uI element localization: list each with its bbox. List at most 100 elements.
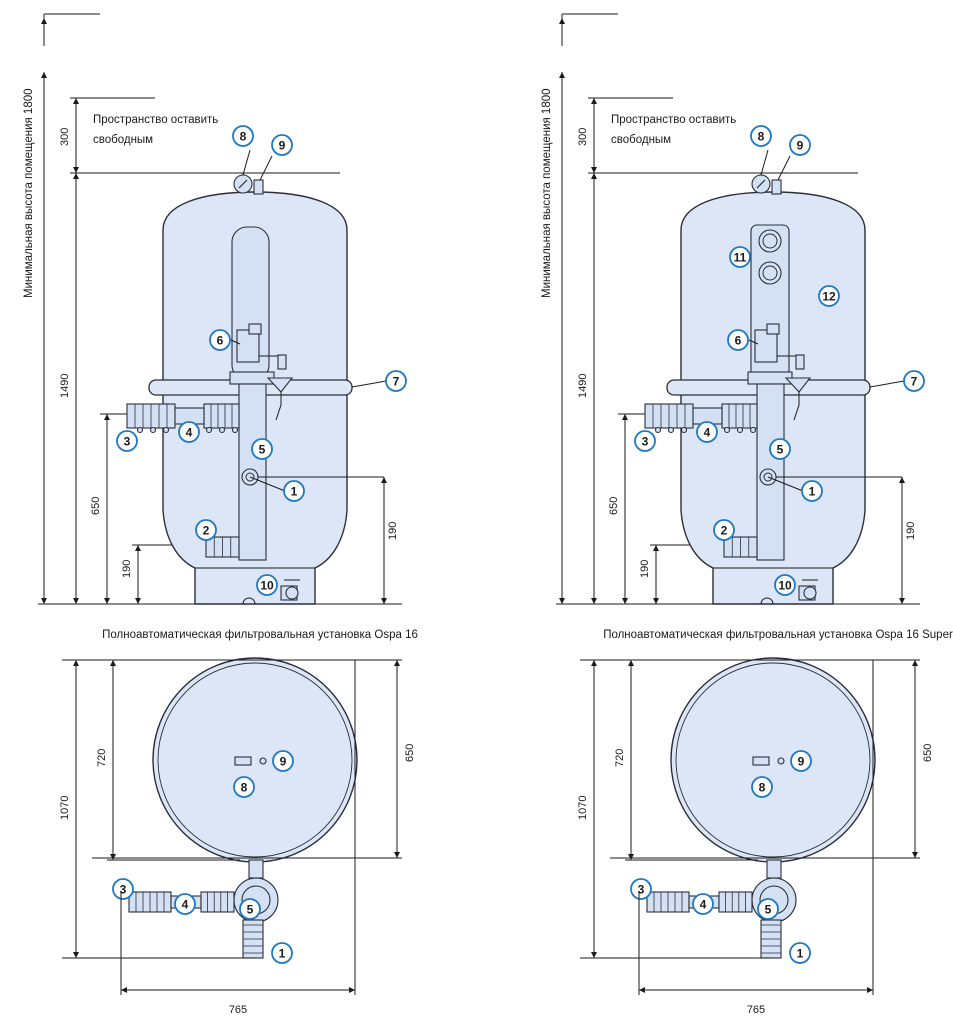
- plan-tank-outer: [152, 657, 358, 863]
- marker-circle: [272, 750, 294, 772]
- leader-1: [249, 476, 286, 492]
- dimension-arrow: [591, 173, 597, 179]
- dimension-arrow: [639, 987, 645, 993]
- min-room-height-label: Минимальная высота помещения 1800: [23, 88, 35, 298]
- marker-circle: [751, 776, 773, 798]
- dim-650-plan: 650: [404, 744, 416, 762]
- marker-label: 9: [798, 755, 805, 769]
- air-vent: [253, 179, 264, 195]
- dimension-arrow: [591, 98, 597, 104]
- marker-circle: [112, 878, 134, 900]
- dimension-arrow: [135, 598, 141, 604]
- drain-valve-wheel: [803, 586, 817, 600]
- marker-label: 10: [260, 579, 274, 593]
- port-upper-inner: [762, 233, 778, 249]
- marker-circle: [271, 134, 293, 156]
- valve-nozzle: [277, 354, 287, 370]
- leader-7: [869, 380, 905, 388]
- valve-body: [754, 329, 778, 363]
- pipe: [718, 891, 753, 913]
- dim-720: 720: [614, 749, 626, 767]
- marker-label: 1: [279, 947, 286, 961]
- pipe-drip: [162, 426, 170, 434]
- dimension-arrow: [622, 598, 628, 604]
- plan-gauge: [752, 756, 770, 766]
- funnel: [784, 377, 812, 393]
- dim-650: 650: [608, 497, 620, 515]
- dim-765: 765: [229, 1004, 247, 1016]
- dim-300: 300: [577, 128, 589, 146]
- marker-5: 5: [239, 898, 261, 920]
- dimension-arrow: [381, 477, 387, 483]
- dimension-arrow: [559, 18, 565, 24]
- marker-9: 9: [272, 750, 294, 772]
- marker-3: 3: [630, 878, 652, 900]
- plan-vent: [259, 757, 267, 765]
- marker-4: 4: [696, 421, 718, 443]
- inlet-port-inner: [245, 472, 255, 482]
- marker-circle: [789, 942, 811, 964]
- valve-body: [236, 329, 260, 363]
- marker-circle: [251, 438, 273, 460]
- dimension-arrow: [622, 414, 628, 420]
- dimension-arrow: [73, 660, 79, 666]
- dim-190-right: 190: [387, 522, 399, 540]
- marker-circle: [116, 430, 138, 452]
- marker-label: 3: [124, 435, 131, 449]
- funnel: [266, 377, 294, 393]
- marker-circle: [178, 421, 200, 443]
- marker-circle: [692, 893, 714, 915]
- dimension-arrow: [653, 598, 659, 604]
- marker-label: 1: [797, 947, 804, 961]
- dimension-arrow: [41, 598, 47, 604]
- marker-4: 4: [178, 421, 200, 443]
- leader-6: [748, 339, 759, 345]
- air-vent: [771, 179, 782, 195]
- dimension-arrow: [349, 987, 355, 993]
- marker-label: 8: [758, 130, 765, 144]
- plan-neck: [248, 859, 264, 879]
- marker-7: 7: [903, 370, 925, 392]
- marker-label: 4: [700, 898, 707, 912]
- marker-label: 10: [778, 579, 792, 593]
- free-space-note-line2: свободным: [93, 134, 153, 146]
- dimension-arrow: [73, 598, 79, 604]
- pipe-drip: [149, 426, 157, 434]
- marker-8: 8: [750, 125, 772, 147]
- dimension-arrow: [381, 598, 387, 604]
- dimension-arrow: [41, 72, 47, 78]
- leader-9: [777, 155, 791, 181]
- pipe-drip: [654, 426, 662, 434]
- drain-valve-wheel: [285, 586, 299, 600]
- marker-1: 1: [283, 480, 305, 502]
- marker-9: 9: [271, 134, 293, 156]
- marker-label: 7: [393, 375, 400, 389]
- gauge-needle: [238, 179, 248, 189]
- leader-6: [230, 339, 241, 345]
- leader-8: [760, 149, 769, 176]
- valve-nozzle: [795, 354, 805, 370]
- funnel-hose: [275, 392, 282, 421]
- inlet-port-inner: [763, 472, 773, 482]
- marker-1: 1: [789, 942, 811, 964]
- valve-cap: [248, 323, 262, 335]
- dimension-arrow: [591, 952, 597, 958]
- marker-7: 7: [385, 370, 407, 392]
- dim-190-right: 190: [905, 522, 917, 540]
- marker-circle: [233, 776, 255, 798]
- dimension-arrow: [394, 852, 400, 858]
- dim-1490: 1490: [59, 374, 71, 398]
- dim-190-left: 190: [639, 560, 651, 578]
- dim-300: 300: [59, 128, 71, 146]
- marker-label: 5: [765, 903, 772, 917]
- marker-circle: [630, 878, 652, 900]
- funnel-hose: [793, 392, 800, 421]
- marker-8: 8: [232, 125, 254, 147]
- pipe-drip: [218, 426, 226, 434]
- dim-1070: 1070: [59, 796, 71, 820]
- dimension-arrow: [73, 98, 79, 104]
- marker-circle: [634, 430, 656, 452]
